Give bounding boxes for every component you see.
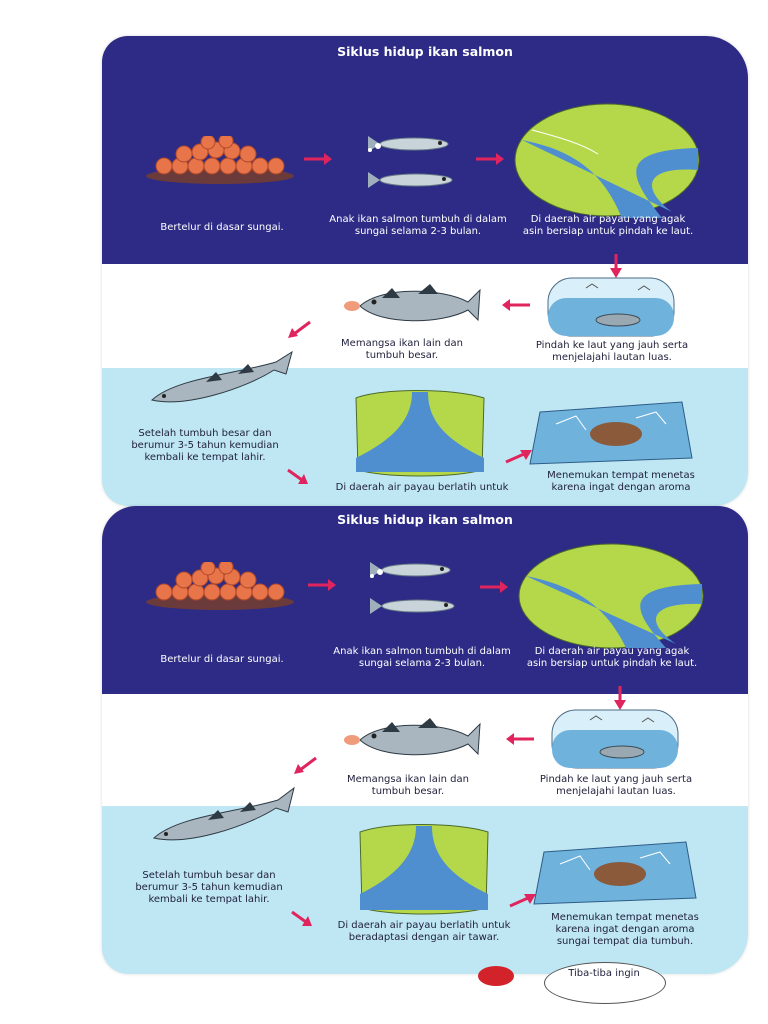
caption-eat: Memangsa ikan lain dan tumbuh besar. <box>341 338 463 361</box>
speech-bubble <box>544 962 666 1004</box>
caption-eat: Memangsa ikan lain dan tumbuh besar. <box>347 774 469 797</box>
adult-salmon-eating-illustration <box>344 284 481 322</box>
returning-salmon-illustration <box>150 350 293 403</box>
salmon-eggs-illustration <box>146 562 294 610</box>
caption-estuary: Di daerah air payau yang agak asin bersi… <box>526 646 698 669</box>
arrow-down-left-icon <box>294 756 317 774</box>
panel-title: Siklus hidup ikan salmon <box>337 512 513 527</box>
arrow-down-icon <box>614 686 626 710</box>
caption-sea: Pindah ke laut yang jauh serta menjelaja… <box>535 340 689 363</box>
arrow-up-right-icon <box>509 894 536 908</box>
salmon-cycle-panel-1: Siklus hidup ikan salmon <box>102 36 748 506</box>
salmon-eggs-illustration <box>146 136 294 184</box>
arrow-down-right-icon <box>291 910 312 926</box>
arrow-left-icon <box>506 733 534 745</box>
young-salmon-illustration <box>370 562 455 614</box>
adult-salmon-eating-illustration <box>344 718 481 756</box>
arrow-down-left-icon <box>288 320 311 338</box>
caption-adapt: Di daerah air payau berlatih untuk <box>335 482 509 493</box>
caption-sea: Pindah ke laut yang jauh serta menjelaja… <box>539 774 693 797</box>
arrow-left-icon <box>502 299 530 311</box>
spawning-ground-illustration <box>533 841 697 905</box>
caption-eggs: Bertelur di dasar sungai. <box>160 654 284 665</box>
spawning-ground-illustration <box>529 401 693 465</box>
red-shape <box>478 966 514 986</box>
young-salmon-illustration <box>368 136 453 188</box>
caption-adapt: Di daerah air payau berlatih untuk berad… <box>337 920 511 943</box>
caption-estuary: Di daerah air payau yang agak asin bersi… <box>522 214 694 237</box>
arrow-down-right-icon <box>287 468 308 484</box>
panel-title: Siklus hidup ikan salmon <box>337 44 513 59</box>
caption-young: Anak ikan salmon tumbuh di dalam sungai … <box>329 214 507 237</box>
speech-bubble-text: Tiba-tiba ingin <box>568 968 640 979</box>
arrow-right-icon <box>308 579 336 591</box>
open-sea-illustration <box>551 709 679 769</box>
caption-eggs: Bertelur di dasar sungai. <box>160 222 284 233</box>
caption-young: Anak ikan salmon tumbuh di dalam sungai … <box>333 646 511 669</box>
arrow-right-icon <box>480 581 508 593</box>
caption-spawn: Menemukan tempat menetas karena ingat de… <box>551 912 699 947</box>
caption-return: Setelah tumbuh besar dan berumur 3-5 tah… <box>135 870 283 905</box>
arrow-up-right-icon <box>505 450 532 464</box>
open-sea-illustration <box>547 277 675 337</box>
arrow-down-icon <box>610 254 622 278</box>
estuary-illustration <box>518 543 704 649</box>
salmon-cycle-panel-2: Siklus hidup ikan salmon <box>102 506 748 974</box>
arrow-right-icon <box>476 153 504 165</box>
arrow-right-icon <box>304 153 332 165</box>
river-return-illustration <box>355 390 485 477</box>
river-return-illustration <box>359 824 489 915</box>
caption-return: Setelah tumbuh besar dan berumur 3-5 tah… <box>131 428 279 463</box>
returning-salmon-illustration <box>152 786 295 841</box>
estuary-illustration <box>514 103 700 218</box>
caption-spawn: Menemukan tempat menetas karena ingat de… <box>547 470 695 493</box>
